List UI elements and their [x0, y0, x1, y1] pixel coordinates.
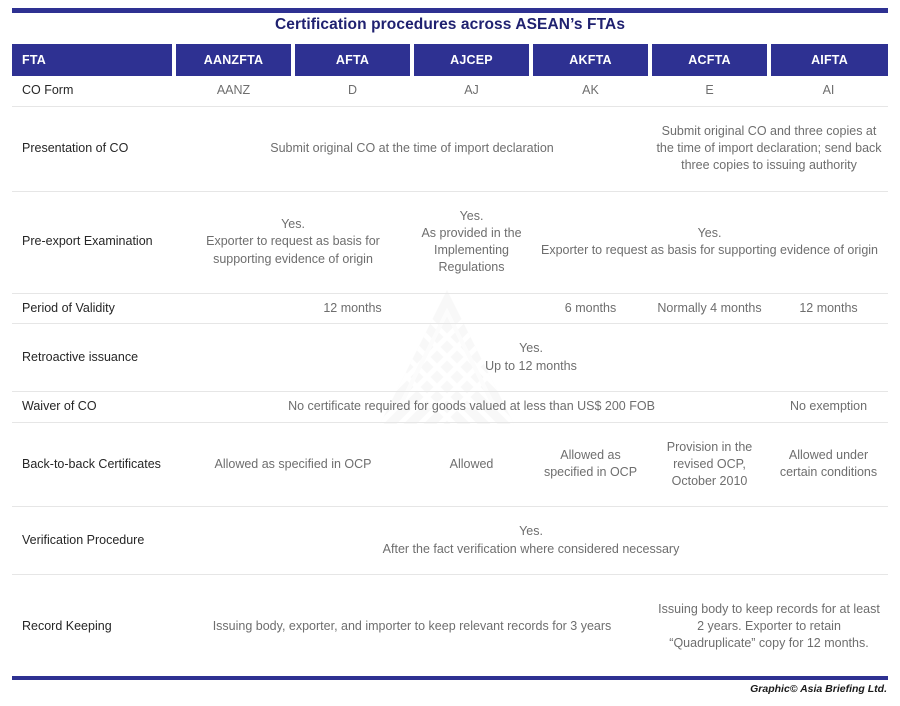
row-label-presentation-of-co: Presentation of CO: [12, 107, 174, 192]
cell-record-acfta-aifta: Issuing body to keep records for at leas…: [658, 601, 880, 651]
row-label-verification-procedure: Verification Procedure: [12, 507, 174, 575]
cell-btb-akfta: Allowed as specified in OCP: [531, 423, 650, 508]
table-body: CO Form AANZ D AJ AK E AI Presentation o…: [12, 76, 888, 679]
table-header-row: FTA AANZFTA AFTA AJCEP AKFTA ACFTA AIFTA: [12, 44, 888, 76]
cell-presentation-acfta-aifta: Submit original CO and three copies at t…: [650, 107, 888, 192]
cell-btb-acfta: Provision in the revised OCP, October 20…: [650, 423, 769, 508]
column-header-ajcep[interactable]: AJCEP: [412, 44, 531, 76]
cell-co-form-afta: D: [293, 76, 412, 107]
table-row: Verification Procedure Yes.After the fac…: [12, 507, 888, 575]
column-header-aanzfta[interactable]: AANZFTA: [174, 44, 293, 76]
cell-waiver-aifta: No exemption: [769, 392, 888, 423]
bottom-accent-rule: [12, 676, 888, 680]
cell-retroactive-all: Yes.Up to 12 months: [174, 324, 888, 392]
page-title: Certification procedures across ASEAN’s …: [274, 16, 626, 33]
column-header-acfta[interactable]: ACFTA: [650, 44, 769, 76]
row-label-pre-export-examination: Pre-export Examination: [12, 192, 174, 294]
cell-record-aanzfta-akfta: Issuing body, exporter, and importer to …: [212, 619, 612, 633]
table-row: Pre-export Examination Yes.Exporter to r…: [12, 192, 888, 294]
cell-validity-aanzfta-ajcep: 12 months: [174, 294, 531, 325]
table-row: Back-to-back Certificates Allowed as spe…: [12, 423, 888, 508]
row-label-back-to-back-certificates: Back-to-back Certificates: [12, 423, 174, 508]
table-row: CO Form AANZ D AJ AK E AI: [12, 76, 888, 107]
column-header-aifta[interactable]: AIFTA: [769, 44, 888, 76]
cell-validity-akfta: 6 months: [531, 294, 650, 325]
cell-validity-aifta: 12 months: [769, 294, 888, 325]
row-label-waiver-of-co: Waiver of CO: [12, 392, 174, 423]
cell-presentation-aanzfta-akfta: Submit original CO at the time of import…: [174, 107, 650, 192]
table-header: FTA AANZFTA AFTA AJCEP AKFTA ACFTA AIFTA: [12, 44, 888, 76]
cell-co-form-ajcep: AJ: [412, 76, 531, 107]
row-label-record-keeping: Record Keeping: [22, 618, 112, 633]
cell-co-form-acfta: E: [650, 76, 769, 107]
cell-btb-ajcep: Allowed: [412, 423, 531, 508]
cell-pre-export-aanzfta-afta: Yes.Exporter to request as basis for sup…: [174, 192, 412, 294]
graphic-credit: Graphic© Asia Briefing Ltd.: [750, 683, 887, 695]
table-row: Retroactive issuance Yes.Up to 12 months: [12, 324, 888, 392]
certification-procedures-table: FTA AANZFTA AFTA AJCEP AKFTA ACFTA AIFTA…: [12, 44, 888, 679]
column-header-fta[interactable]: FTA: [12, 44, 174, 76]
top-accent-rule: [12, 8, 888, 13]
table-row: Period of Validity 12 months 6 months No…: [12, 294, 888, 325]
cell-waiver-aanzfta-acfta: No certificate required for goods valued…: [174, 392, 769, 423]
cell-pre-export-ajcep: Yes.As provided in the Implementing Regu…: [412, 192, 531, 294]
cell-co-form-aanzfta: AANZ: [174, 76, 293, 107]
table-row: Waiver of CO No certificate required for…: [12, 392, 888, 423]
column-header-afta[interactable]: AFTA: [293, 44, 412, 76]
cell-verification-all: Yes.After the fact verification where co…: [174, 507, 888, 575]
cell-pre-export-akfta-aifta: Yes.Exporter to request as basis for sup…: [531, 192, 888, 294]
column-header-akfta[interactable]: AKFTA: [531, 44, 650, 76]
table-row: Presentation of CO Submit original CO at…: [12, 107, 888, 192]
table-row: Record Keeping Issuing body, exporter, a…: [12, 575, 888, 679]
cell-co-form-akfta: AK: [531, 76, 650, 107]
cell-btb-aanzfta-afta: Allowed as specified in OCP: [174, 423, 412, 508]
cell-validity-acfta: Normally 4 months: [650, 294, 769, 325]
row-label-co-form: CO Form: [12, 76, 174, 107]
table-container: FTA AANZFTA AFTA AJCEP AKFTA ACFTA AIFTA…: [12, 44, 888, 679]
row-label-period-of-validity: Period of Validity: [12, 294, 174, 325]
cell-co-form-aifta: AI: [769, 76, 888, 107]
row-label-retroactive-issuance: Retroactive issuance: [12, 324, 174, 392]
cell-btb-aifta: Allowed under certain conditions: [769, 423, 888, 508]
